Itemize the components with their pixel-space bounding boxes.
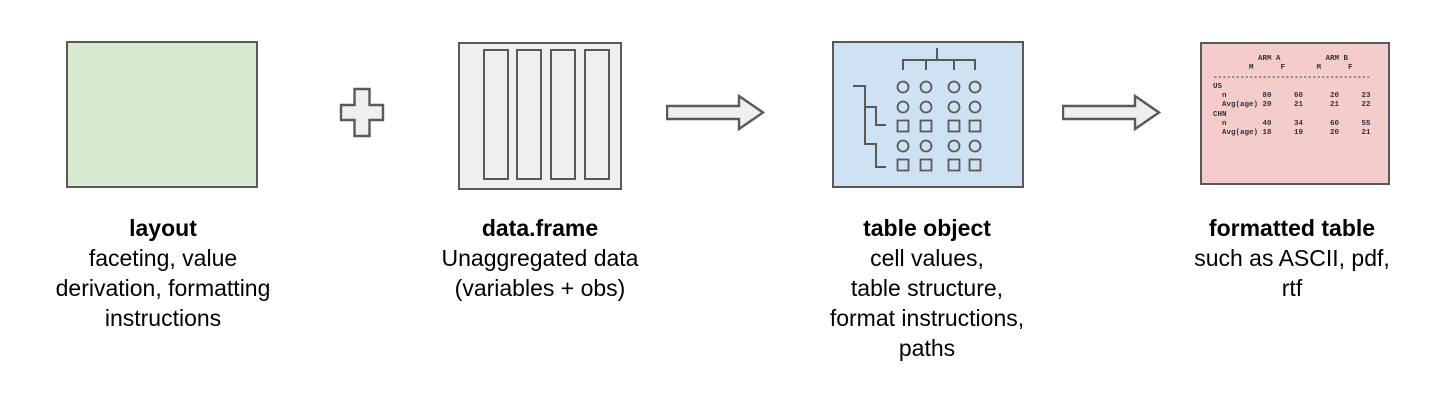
plus-icon [339,87,385,138]
table-structure-graphic [853,48,982,172]
dataframe-column-bar [550,49,576,180]
dataframe-box [458,42,622,190]
stage-title: formatted table [1208,215,1376,241]
arrow-right-icon [666,94,766,131]
stage-title: data.frame [481,215,599,241]
layout-box [66,41,258,188]
arrow-right-icon [1062,94,1162,131]
stage-label-dataframe: data.frame Unaggregated data (variables … [400,213,680,303]
stage-description: such as ASCII, pdf, rtf [1194,245,1390,301]
formatted-table-box: ARM A ARM B M F M F --------------------… [1200,42,1390,185]
stage-label-layout: layout faceting, value derivation, forma… [18,213,308,333]
stage-description: faceting, value derivation, formatting i… [55,245,271,331]
column-tree-icon [902,48,976,70]
cell-grid [896,80,982,172]
ascii-table-preview: ARM A ARM B M F M F --------------------… [1213,55,1371,138]
dataframe-column-bar [584,49,610,180]
stage-description: cell values, table structure, format ins… [829,245,1025,361]
table-object-box [832,41,1024,188]
row-tree-icon [853,85,886,168]
dataframe-column-bar [483,49,509,180]
stage-label-table-object: table object cell values, table structur… [807,213,1047,363]
stage-title: layout [129,215,197,241]
stage-title: table object [863,215,991,241]
dataframe-column-bar [516,49,542,180]
stage-description: Unaggregated data (variables + obs) [441,245,639,301]
stage-label-formatted-table: formatted table such as ASCII, pdf, rtf [1172,213,1412,303]
